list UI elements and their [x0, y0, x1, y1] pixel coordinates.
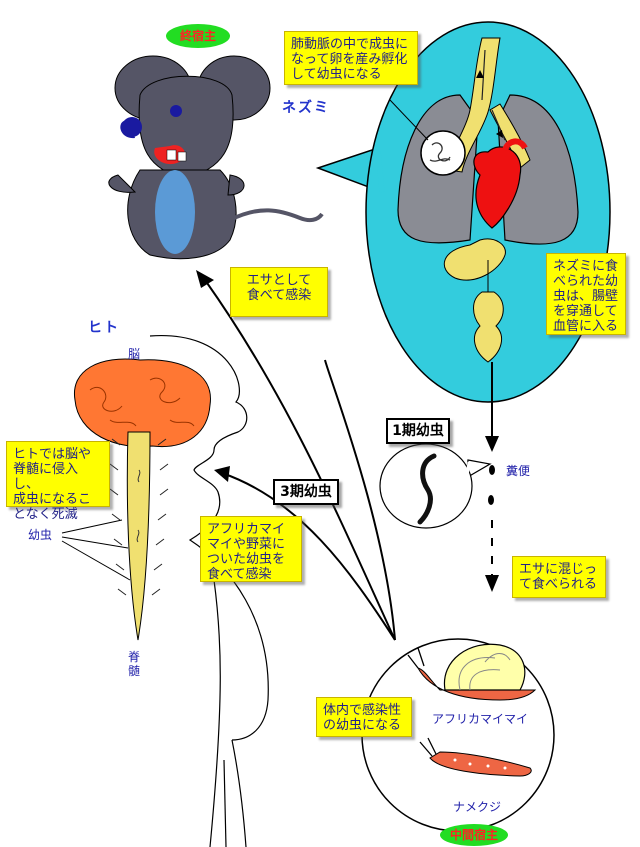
larva-bubble: [379, 443, 492, 529]
definitive-host-pill: 終宿主: [166, 24, 230, 48]
human-label: ヒト: [88, 320, 120, 336]
intestine-shape: [443, 238, 506, 363]
heart-shape: [473, 138, 528, 229]
snail-label: アフリカマイマイ: [432, 712, 529, 726]
rat-eats-note: ネズミに食 べられた幼 虫は、腸壁 を穿通して 血管に入る: [546, 253, 626, 335]
larva-pointers: [61, 519, 131, 581]
snail-shape: [407, 643, 537, 701]
third-stage-larva-box: 3期幼虫: [273, 479, 339, 505]
rat-label: ネズミ: [282, 100, 330, 116]
infective-larva-note: 体内で感染性 の幼虫になる: [316, 697, 412, 737]
first-stage-larva-box: 1期幼虫: [386, 418, 450, 444]
eaten-as-food-note: エサとして 食べて感染: [230, 267, 328, 317]
feces-dots: [488, 465, 495, 505]
human-silhouette: [149, 335, 269, 847]
egg-cluster: [389, 99, 466, 176]
human-invasion-note: ヒトでは脳や 脊髄に侵入し、 成虫になるこ となく死滅: [6, 441, 110, 522]
feces-label: 糞便: [506, 464, 531, 478]
arrowheads: [196, 270, 499, 592]
pulmonary-artery-note: 肺動脈の中で成虫に なって卵を産み孵化 して幼虫になる: [284, 31, 418, 85]
spinal-cord-shape: [109, 431, 169, 641]
intermediate-host-pill: 中間宿主: [440, 824, 508, 846]
transmission-arrows: [204, 279, 493, 641]
vessels-shape: [447, 37, 531, 173]
larva-label: 幼虫: [28, 528, 53, 542]
mixed-in-food-note: エサに混じっ て食べられる: [512, 556, 606, 598]
brain-label: 脳: [128, 347, 141, 361]
rat-figure: [108, 55, 324, 260]
slug-label: ナメクジ: [453, 800, 502, 814]
spinal-cord-label: 脊 髄: [128, 650, 141, 678]
slug-shape: [419, 737, 532, 777]
human-infection-note: アフリカマイ マイや野菜に ついた幼虫を 食べて感染: [200, 516, 302, 582]
